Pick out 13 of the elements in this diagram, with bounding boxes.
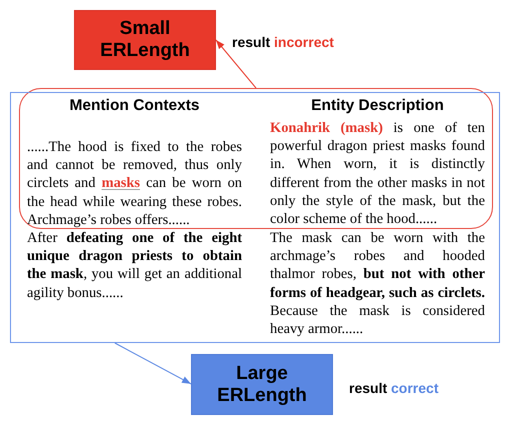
length-box: Small ERLength — [74, 10, 216, 70]
arrow — [216, 40, 256, 88]
arrow — [114, 342, 192, 384]
context-paragraph: ......The hood is fixed to the robes and cannot be removed, thus only circlets and masks can be worn on the head while wearing these robes. Archmage’s robes offers...... — [27, 138, 242, 230]
text-panel — [10, 92, 500, 343]
length-box: Large ERLength — [191, 354, 333, 415]
result-note: result correct — [349, 379, 438, 397]
description-paragraph: Konahrik (mask) is one of ten powerful dragon priest masks found in. When worn, it is distinctly different from the other masks in not only the style of the mask, but the color scheme of the hood...... — [270, 119, 485, 228]
column-heading: Mention Contexts — [68, 97, 201, 115]
description-paragraph: The mask can be worn with the archmage’s robes and hooded thalmor robes, but not with other forms of headgear, such as circlets. Because the mask is considered heavy armor...... — [270, 229, 485, 338]
result-note: result incorrect — [232, 33, 334, 51]
column-heading: Entity Description — [310, 97, 445, 115]
context-paragraph: After defeating one of the eight unique dragon priests to obtain the mask, you will get an additional agility bonus...... — [27, 229, 242, 302]
